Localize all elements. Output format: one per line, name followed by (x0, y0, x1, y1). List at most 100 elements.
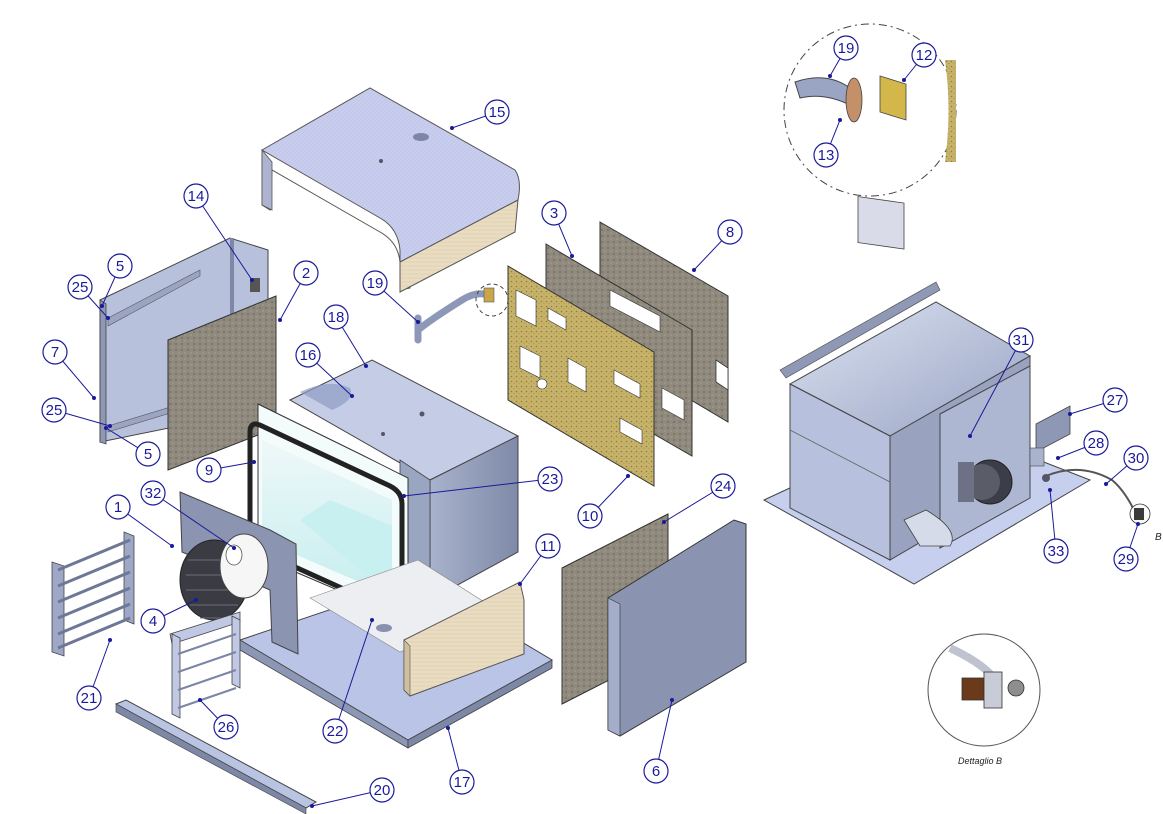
callout-group: 1234556789101112131415161718191920212223… (41, 35, 1149, 808)
callout-3: 3 (541, 200, 574, 258)
callout-leader (969, 339, 1022, 437)
callout-5: 5 (104, 426, 161, 467)
callout-leader (152, 492, 235, 549)
callout-number: 33 (1048, 543, 1065, 560)
callout-18: 18 (323, 304, 368, 368)
callout-circle (710, 473, 736, 499)
callout-number: 2 (302, 265, 310, 282)
callout-number: 27 (1107, 392, 1124, 409)
callout-number: 16 (300, 347, 317, 364)
callout-number: 20 (374, 782, 391, 799)
callout-25: 25 (67, 274, 110, 320)
callout-11: 11 (518, 533, 561, 586)
callout-tip (670, 698, 674, 702)
callout-number: 24 (715, 478, 732, 495)
callout-leader (403, 478, 551, 497)
callout-4: 4 (140, 598, 198, 634)
callout-tip (92, 396, 96, 400)
callout-circle (1102, 387, 1128, 413)
callout-tip (170, 544, 174, 548)
callout-24: 24 (662, 473, 736, 524)
callout-number: 4 (149, 613, 157, 630)
callout-tip (692, 268, 696, 272)
callout-29: 29 (1113, 522, 1140, 572)
callout-tip (108, 638, 112, 642)
callout-6: 6 (643, 698, 674, 784)
callout-tip (1136, 522, 1140, 526)
callout-23: 23 (402, 466, 563, 498)
callout-32: 32 (140, 480, 236, 550)
detail-b-label: Dettaglio B (958, 756, 1002, 766)
callout-circle (541, 200, 567, 226)
callout-28: 28 (1056, 430, 1109, 460)
callout-tip (232, 546, 236, 550)
callout-number: 1 (114, 499, 122, 516)
callout-number: 3 (550, 205, 558, 222)
callout-30: 30 (1104, 445, 1149, 486)
motor-assembly-part (762, 281, 1135, 585)
callout-10: 10 (577, 474, 630, 529)
callout-14: 14 (183, 183, 254, 282)
callout-circle (369, 777, 395, 803)
callout-circle (1008, 327, 1034, 353)
callout-tip (194, 598, 198, 602)
callout-16: 16 (295, 342, 354, 398)
callout-circle (76, 685, 102, 711)
callout-circle (535, 533, 561, 559)
callout-circle (183, 183, 209, 209)
callout-number: 29 (1118, 551, 1135, 568)
callout-21: 21 (76, 638, 112, 711)
callout-tip (1056, 456, 1060, 460)
callout-tip (198, 698, 202, 702)
callout-number: 30 (1128, 450, 1145, 467)
callout-number: 25 (46, 402, 63, 419)
callout-tip (662, 520, 666, 524)
callout-33: 33 (1043, 488, 1069, 564)
callout-tip (100, 304, 104, 308)
callout-tip (350, 394, 354, 398)
detail-b-marker: B (1155, 532, 1162, 543)
callout-tip (828, 74, 832, 78)
callout-tip (450, 126, 454, 130)
callout-tip (1068, 412, 1072, 416)
callout-tip (968, 434, 972, 438)
callout-number: 15 (489, 104, 506, 121)
callout-number: 23 (542, 471, 559, 488)
callout-number: 21 (81, 690, 98, 707)
callout-number: 7 (51, 344, 59, 361)
callout-number: 17 (454, 774, 471, 791)
callout-circle (105, 494, 131, 520)
callout-circle (42, 339, 68, 365)
callout-tip (518, 582, 522, 586)
callout-circle (537, 466, 563, 492)
callout-number: 31 (1013, 332, 1030, 349)
callout-17: 17 (446, 726, 475, 795)
callout-circle (1083, 430, 1109, 456)
callout-tip (446, 726, 450, 730)
callout-tip (108, 424, 112, 428)
callout-leader (195, 195, 253, 281)
callout-number: 14 (188, 188, 205, 205)
front-frame-part (179, 491, 299, 655)
callout-number: 10 (582, 508, 599, 525)
callout-number: 19 (367, 275, 384, 292)
callout-circle (295, 342, 321, 368)
callout-tip (252, 460, 256, 464)
callout-tip (104, 426, 108, 430)
callout-number: 22 (327, 723, 344, 740)
callout-8: 8 (692, 219, 743, 272)
callout-number: 13 (818, 147, 835, 164)
callout-circle (67, 274, 93, 300)
callout-9: 9 (196, 457, 256, 483)
callout-circle (833, 35, 859, 61)
center-rack-part (169, 611, 241, 719)
callout-number: 11 (540, 538, 556, 555)
callout-19: 19 (828, 35, 859, 78)
callout-number: 28 (1088, 435, 1105, 452)
foam-insulation-panel-part (507, 265, 655, 487)
callout-circle (1113, 546, 1139, 572)
callout-circle (362, 270, 388, 296)
left-rack-part (51, 531, 135, 657)
callout-circle (293, 260, 319, 286)
